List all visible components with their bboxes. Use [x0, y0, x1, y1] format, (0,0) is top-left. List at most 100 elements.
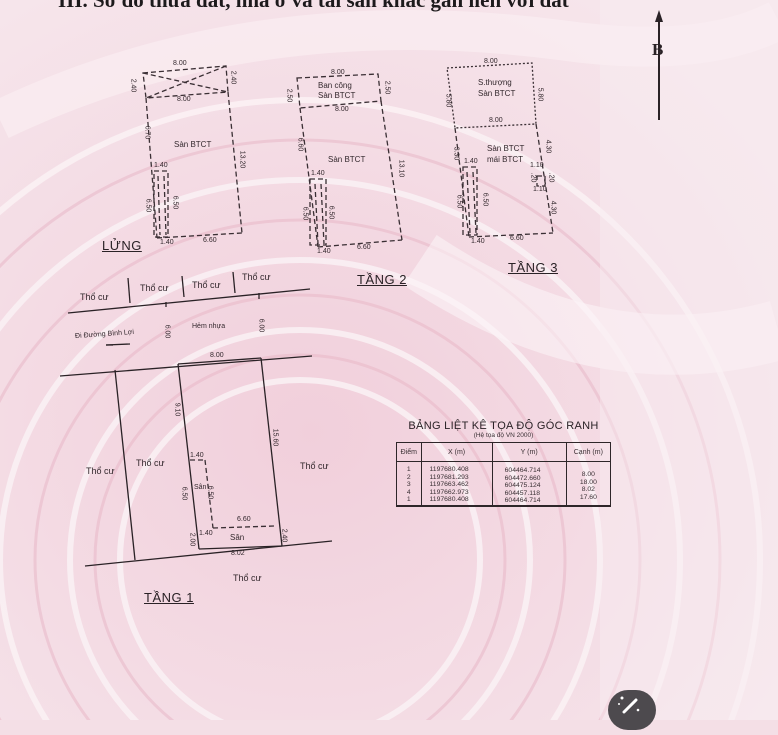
- tang2-inner-width: 8.00: [335, 106, 349, 113]
- neighbor-label-bottom: Thổ cư: [233, 573, 262, 583]
- header-x: X (m): [420, 442, 493, 462]
- section-title: III. Sơ đồ thửa đất, nhà ở và tài sản kh…: [58, 0, 569, 12]
- tang3-top-width: 8.00: [484, 58, 498, 65]
- x-value: 1197681.293: [429, 473, 469, 481]
- tang3-left-mid: 3.30: [452, 146, 460, 161]
- tang3-bottom-right: 6.60: [510, 235, 524, 242]
- header-y: Y (m): [491, 442, 567, 462]
- watermark-background: [0, 0, 778, 720]
- tang1-bottom-width: 8.02: [231, 550, 245, 557]
- point-id: 1: [406, 466, 411, 473]
- neighbor-label-left: Thổ cư: [136, 458, 165, 468]
- x-value: 1197680.408: [429, 466, 469, 473]
- y-value: 604475.124: [504, 482, 541, 490]
- y-value: 604457.118: [504, 489, 541, 497]
- tang2-left-mid: 6.60: [296, 137, 304, 152]
- tang3-upper-floor: Sàn BTCT: [478, 89, 516, 98]
- neighbor-label-4: Thổ cư: [242, 272, 271, 282]
- tang2-bottom-right: 6.60: [357, 244, 371, 251]
- tang2-left-top: 2.50: [285, 88, 293, 103]
- tang2-stair-right: 6.50: [327, 205, 335, 220]
- tang1-stair-left: 6.50: [180, 486, 188, 501]
- x-value: 1197680.408: [429, 496, 469, 504]
- neighbor-label-right: Thổ cư: [300, 461, 329, 471]
- tang3-inner-width: 8.00: [489, 117, 503, 124]
- lung-left-mid: 6.70: [143, 125, 151, 140]
- tang3-stair-width: 1.40: [464, 158, 478, 165]
- tang2-stair-left: 6.50: [301, 206, 309, 221]
- neighbor-label-3: Thổ cư: [192, 280, 221, 290]
- floor-label-tang2: TẦNG 2: [357, 272, 407, 287]
- tang2-bottom-left: 1.40: [317, 248, 331, 255]
- tang1-yard-label: Sân: [230, 533, 245, 542]
- tang1-stair-width: 1.40: [190, 452, 204, 459]
- edge-value: 18.00: [579, 478, 597, 486]
- tang1-left-low: 2.00: [188, 532, 196, 547]
- lung-area-label: Sàn BTCT: [174, 140, 212, 149]
- tang3-left-top: 5.80: [444, 93, 452, 108]
- tang3-roof-label: mái BTCT: [487, 155, 523, 164]
- tang3-skylight-top: 1.10: [530, 162, 544, 169]
- tang1-stair-right: 6.50: [206, 485, 214, 500]
- tang2-stair-width: 1.40: [311, 170, 325, 177]
- floor-label-tang3: TẦNG 3: [508, 260, 558, 275]
- alley-width-2: 6.00: [257, 318, 265, 333]
- lung-stair-left: 6.50: [144, 198, 152, 213]
- tang3-skylight-left: .20: [529, 172, 537, 183]
- tang1-right-height: 15.60: [271, 428, 279, 447]
- lung-stair-right: 6.50: [171, 195, 179, 210]
- edge-value: 8.00: [581, 471, 595, 478]
- lung-inner-width: 8.00: [177, 96, 191, 103]
- tang1-bottom-left-small: 1.40: [199, 530, 213, 537]
- y-value: 604464.714: [504, 497, 541, 505]
- tang3-stair-left: 6.50: [455, 194, 463, 209]
- tang3-stair-right: 6.50: [481, 192, 489, 207]
- alley-width-1: 6.00: [163, 324, 171, 339]
- lung-stair-width: 1.40: [154, 162, 168, 169]
- magic-edit-button[interactable]: [608, 690, 656, 730]
- tang1-left-upper: 9.10: [173, 402, 181, 417]
- tang2-balcony-floor: Sàn BTCT: [318, 91, 356, 100]
- tang2-right-top: 2.50: [383, 80, 391, 95]
- y-value: 604464.714: [504, 467, 541, 474]
- tang1-top-width: 8.00: [210, 352, 224, 359]
- tang1-right-low: 2.40: [280, 528, 288, 543]
- point-id: 3: [406, 481, 411, 489]
- tang2-balcony-label: Ban công: [318, 81, 352, 90]
- tang3-right-mid: 4.30: [544, 139, 552, 154]
- point-id: 4: [406, 488, 411, 496]
- lung-top-width: 8.00: [173, 60, 187, 67]
- x-value: 1197662.973: [429, 488, 469, 496]
- lung-left-top: 2.40: [129, 78, 137, 93]
- tang2-right-height: 13.10: [397, 159, 405, 178]
- tang1-san-small: Sân: [194, 484, 207, 491]
- x-value: 1197663.462: [429, 481, 469, 489]
- point-id: 1: [406, 496, 411, 504]
- floor-label-tang1: TẦNG 1: [144, 590, 194, 605]
- neighbor-label-1: Thổ cư: [80, 292, 109, 302]
- tang3-area-label: Sàn BTCT: [487, 144, 525, 153]
- coord-table-subtitle: (Hệ tọa độ VN 2000): [473, 432, 534, 439]
- lung-bottom-right: 6.60: [203, 237, 217, 244]
- neighbor-label-2: Thổ cư: [140, 283, 169, 293]
- floor-plans-drawing: [59, 62, 554, 567]
- edge-value: 8.02: [581, 486, 595, 494]
- lung-right-height: 13.20: [238, 150, 246, 169]
- tang2-top-width: 8.00: [331, 69, 345, 76]
- floor-label-lung: LỬNG: [102, 238, 142, 253]
- edge-value: 17.60: [579, 493, 597, 501]
- lung-bottom-left: 1.40: [160, 239, 174, 246]
- point-id: 2: [406, 473, 411, 481]
- tang3-bottom-left: 1.40: [471, 238, 485, 245]
- tang1-inner-bottom: 6.60: [237, 516, 251, 523]
- tang3-skylight-right: .20: [547, 172, 555, 183]
- tang3-skylight-bottom: 1.10: [533, 186, 547, 193]
- neighbor-label-left-far: Thổ cư: [86, 466, 115, 476]
- lung-right-top: 2.40: [229, 70, 237, 85]
- magic-wand-icon: [618, 696, 640, 714]
- coord-table-title: BẢNG LIỆT KÊ TỌA ĐỘ GÓC RANH: [408, 420, 599, 432]
- y-value: 604472.660: [504, 474, 541, 482]
- header-edge: Cạnh (m): [565, 442, 612, 462]
- north-label: B: [652, 40, 664, 59]
